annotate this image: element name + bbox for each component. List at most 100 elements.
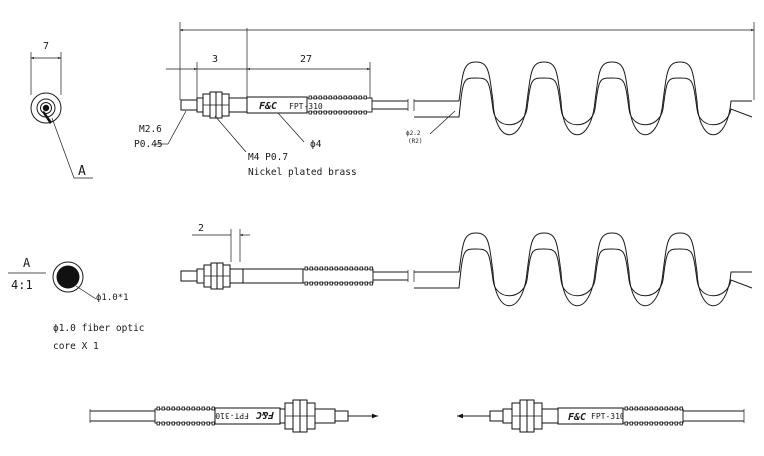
strain-relief-ridge	[329, 266, 333, 271]
strain-relief-ridge	[624, 421, 628, 426]
detail-a-label: A	[23, 256, 31, 270]
strain-relief-ridge	[669, 406, 673, 411]
strain-relief-ridge	[369, 281, 373, 286]
detail-a-scale: 4:1	[11, 278, 33, 292]
strain-relief-ridge	[191, 421, 195, 426]
bottom-left-assembly: FPT-310 F&C	[89, 399, 378, 433]
strain-relief-ridge	[319, 281, 323, 286]
strain-relief-ridge	[211, 406, 215, 411]
strain-relief-ridge	[343, 110, 347, 115]
strain-relief-ridge	[363, 95, 367, 100]
strain-relief-ridge	[338, 95, 342, 100]
nut-thread-callout: M4 P0.7	[248, 152, 288, 163]
strain-relief-ridge	[358, 110, 362, 115]
strain-relief-ridge	[156, 406, 160, 411]
strain-relief-ridge	[304, 281, 308, 286]
strain-relief-ridge	[349, 266, 353, 271]
strain-relief-ridge	[166, 406, 170, 411]
strain-relief-ridge	[644, 421, 648, 426]
sleeve-brand: F&C	[259, 101, 277, 112]
strain-relief-ridge	[161, 421, 165, 426]
strain-relief-ridge	[206, 421, 210, 426]
strain-relief-ridge	[329, 281, 333, 286]
strain-relief-ridge	[674, 421, 678, 426]
strain-relief-ridge	[314, 266, 318, 271]
strain-relief-ridge	[171, 421, 175, 426]
strain-relief-ridge	[348, 110, 352, 115]
strain-relief-ridge	[323, 110, 327, 115]
strain-relief-ridge	[629, 421, 633, 426]
strain-relief-ridge	[313, 110, 317, 115]
strain-relief-ridge	[358, 95, 362, 100]
end-view-width-dim: 7	[43, 41, 49, 52]
core-note-line2: core X 1	[53, 341, 99, 352]
bottom-right-assembly: F&C FPT-310	[457, 399, 745, 433]
strain-relief-ridge	[629, 406, 633, 411]
strain-relief-ridge	[181, 406, 185, 411]
strain-relief-ridge	[659, 406, 663, 411]
strain-relief-ridge	[206, 406, 210, 411]
strain-relief-ridge	[323, 95, 327, 100]
strain-relief-ridge	[186, 421, 190, 426]
strain-relief-ridge	[649, 406, 653, 411]
top-view-gap-dim: 2	[198, 223, 204, 234]
strain-relief-ridge	[354, 266, 358, 271]
strain-relief-ridge	[324, 281, 328, 286]
strain-relief-ridge	[176, 421, 180, 426]
tip-pitch-callout: P0.45	[134, 139, 163, 150]
strain-relief-ridge	[363, 110, 367, 115]
strain-relief-ridge	[309, 281, 313, 286]
thread-length-dim: 3	[212, 54, 218, 65]
strain-relief-ridge	[201, 406, 205, 411]
core-callout: ϕ1.0*1	[96, 293, 129, 303]
strain-relief-ridge	[339, 281, 343, 286]
strain-relief-ridge	[359, 281, 363, 286]
strain-relief-ridge	[333, 95, 337, 100]
br-sleeve-model: FPT-310	[591, 412, 625, 421]
strain-relief-ridge	[338, 110, 342, 115]
strain-relief-ridge	[318, 95, 322, 100]
strain-relief-ridge	[196, 406, 200, 411]
nut-material-callout: Nickel plated brass	[248, 167, 357, 178]
strain-relief-ridge	[171, 406, 175, 411]
strain-relief-ridge	[679, 406, 683, 411]
strain-relief-ridge	[308, 110, 312, 115]
strain-relief-ridge	[359, 266, 363, 271]
strain-relief-ridge	[639, 406, 643, 411]
strain-relief-ridge	[659, 421, 663, 426]
strain-relief-ridge	[634, 406, 638, 411]
top-view-assembly: 2	[180, 223, 753, 306]
strain-relief-ridge	[348, 95, 352, 100]
strain-relief-ridge	[328, 95, 332, 100]
strain-relief-ridge	[314, 281, 318, 286]
strain-relief-ridge	[333, 110, 337, 115]
strain-relief-ridge	[353, 95, 357, 100]
strain-relief-ridge	[156, 421, 160, 426]
strain-relief-ridge	[669, 421, 673, 426]
sleeve-diameter-callout: ϕ4	[310, 139, 322, 150]
strain-relief-ridge	[201, 421, 205, 426]
strain-relief-ridge	[644, 406, 648, 411]
strain-relief-ridge	[343, 95, 347, 100]
strain-relief-ridge	[334, 281, 338, 286]
strain-relief-ridge	[654, 421, 658, 426]
end-view: 7 A	[30, 41, 93, 179]
strain-relief-ridge	[349, 281, 353, 286]
strain-relief-ridge	[654, 406, 658, 411]
strain-relief-ridge	[364, 266, 368, 271]
tip-thread-callout: M2.6	[139, 124, 162, 135]
strain-relief-ridge	[364, 281, 368, 286]
strain-relief-ridge	[324, 266, 328, 271]
strain-relief-ridge	[664, 406, 668, 411]
strain-relief-ridge	[211, 421, 215, 426]
sleeve-length-dim: 27	[300, 54, 312, 65]
side-view-assembly: 3 27 F&C FPT-310 M2.6 P0.45 M4 P0.7	[134, 22, 755, 178]
cable-diameter-sub: (R2)	[408, 138, 422, 145]
bl-sleeve-brand: F&C	[256, 409, 274, 420]
strain-relief-ridge	[354, 281, 358, 286]
strain-relief-ridge	[304, 266, 308, 271]
strain-relief-ridge	[634, 421, 638, 426]
strain-relief-ridge	[369, 266, 373, 271]
strain-relief-ridge	[166, 421, 170, 426]
